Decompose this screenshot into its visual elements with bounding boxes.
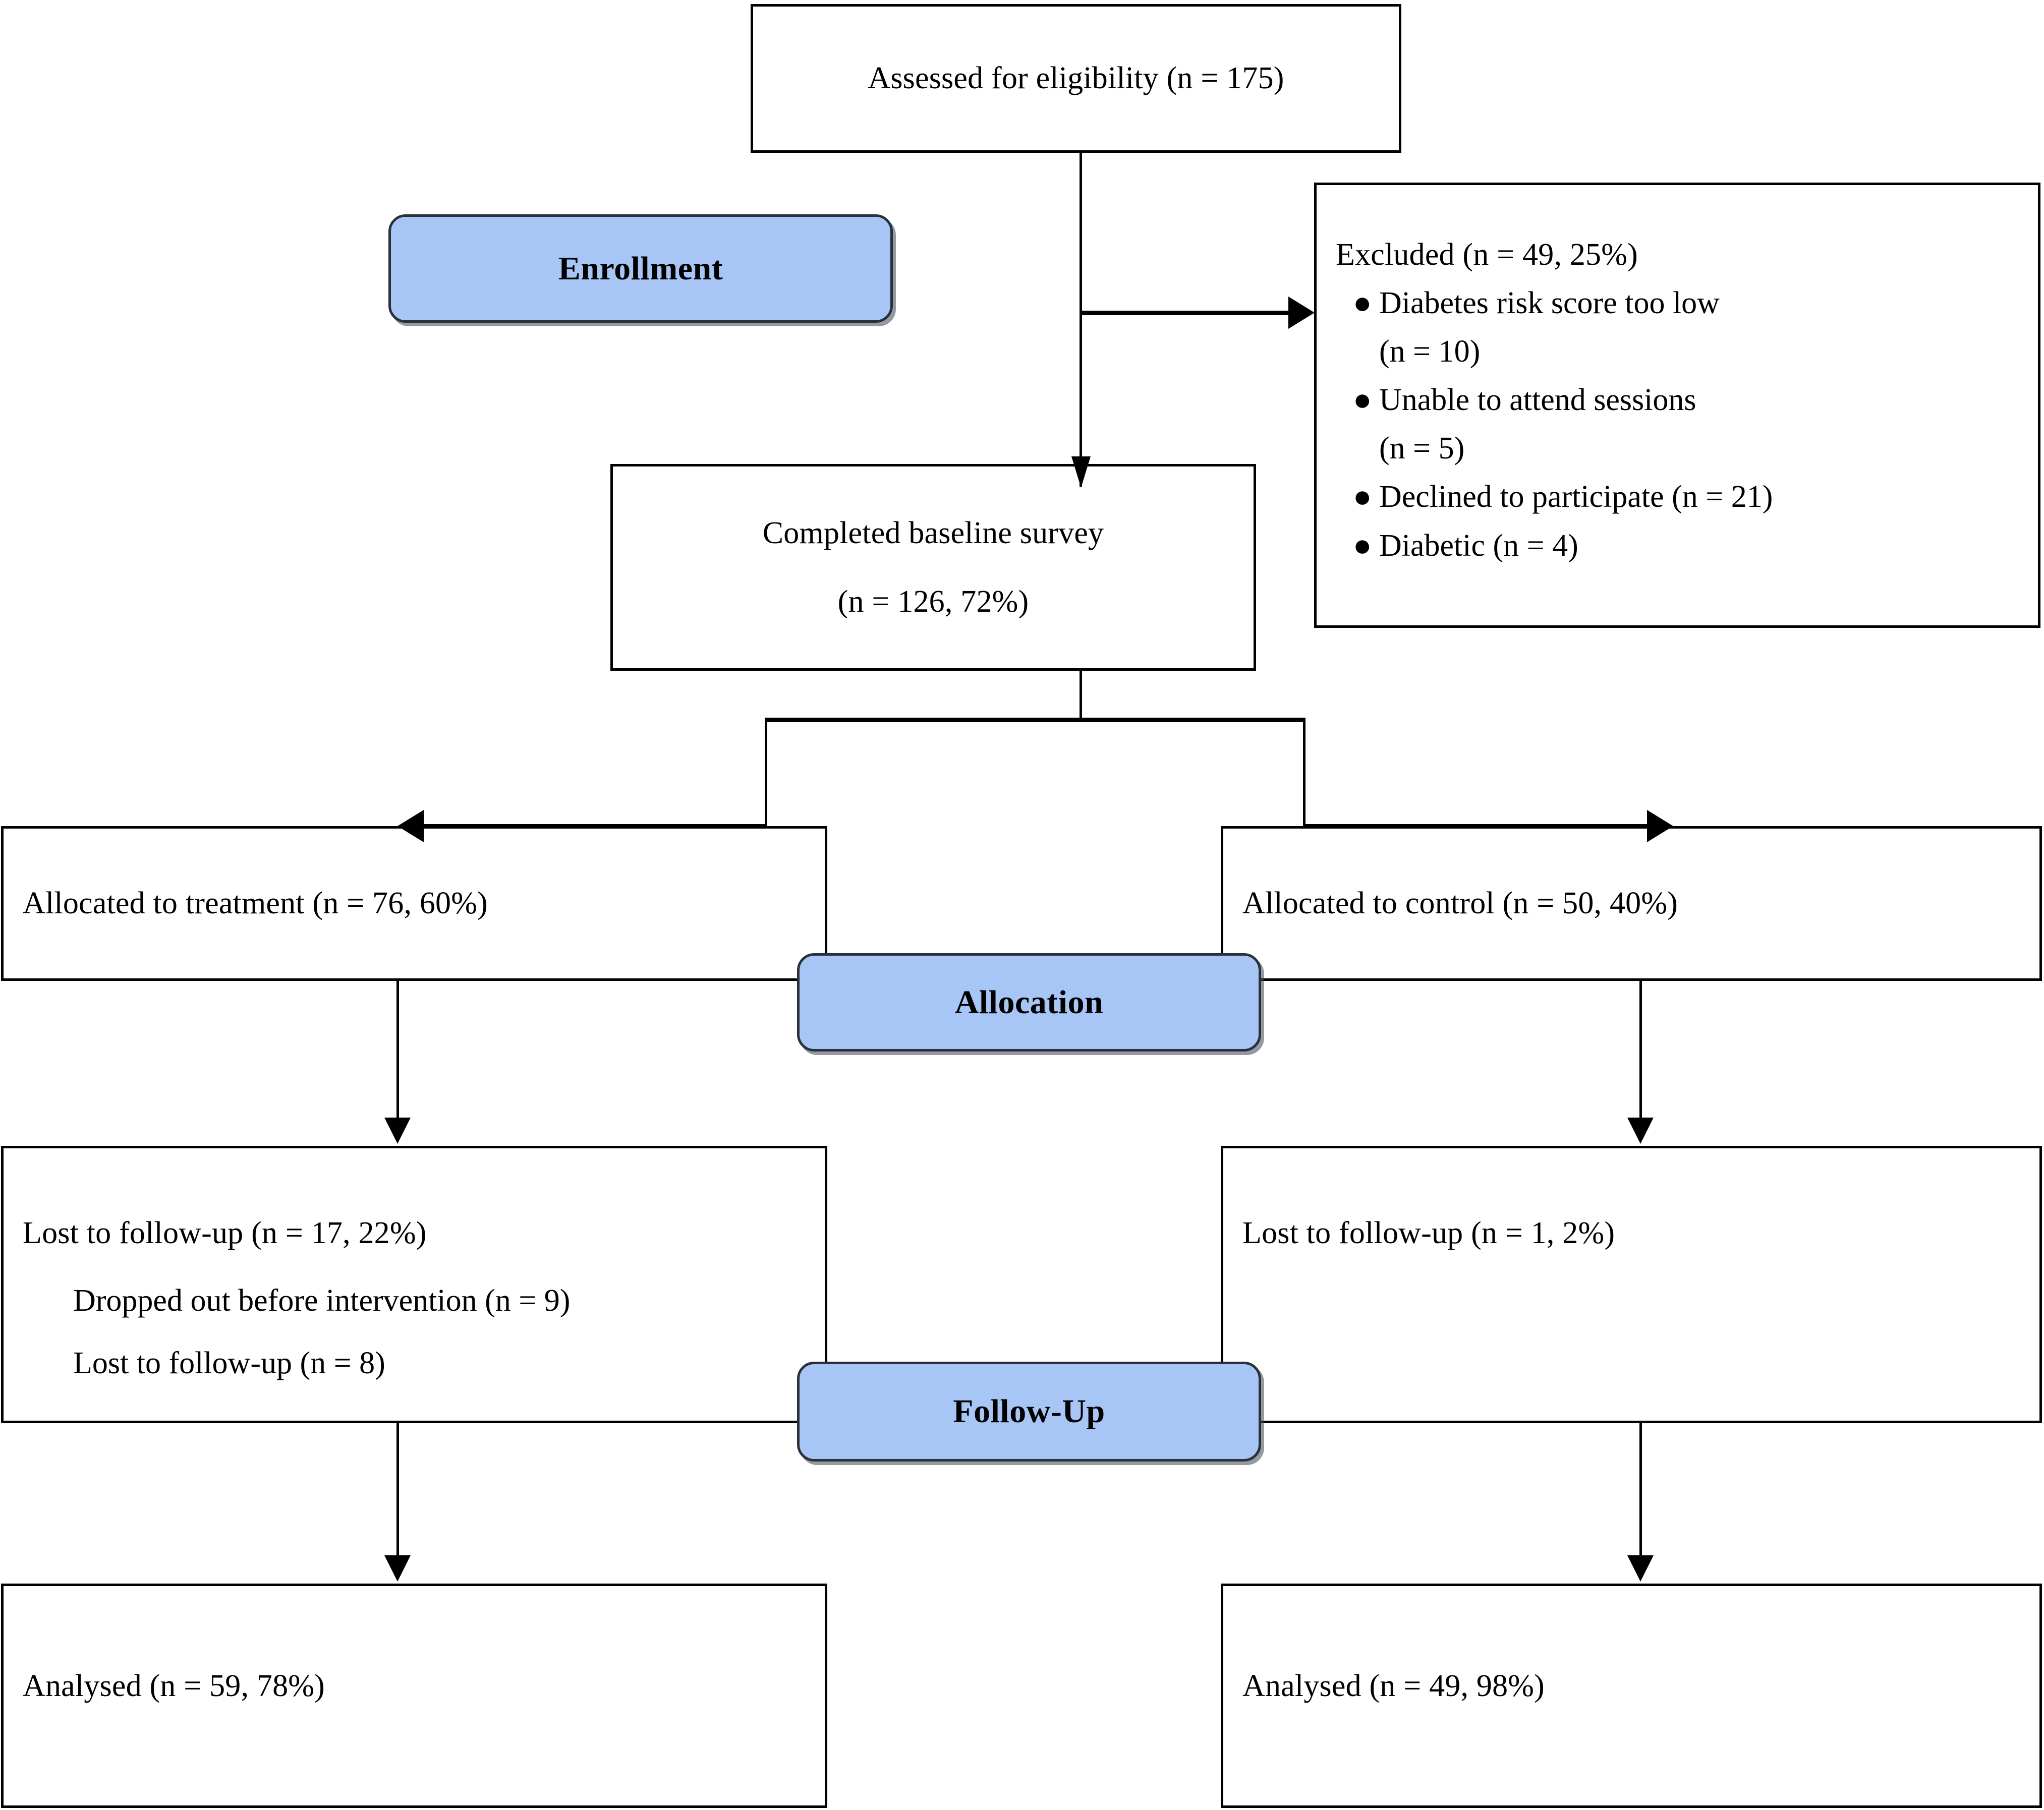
node-completed-baseline-survey: Completed baseline survey (n = 126, 72%) [610, 464, 1256, 671]
node-allocated-to-control: Allocated to control (n = 50, 40%) [1221, 826, 2042, 981]
node-assessed-for-eligibility: Assessed for eligibility (n = 175) [751, 4, 1401, 153]
connector-to-excluded [1080, 311, 1291, 315]
analysed-treatment-label: Analysed (n = 59, 78%) [23, 1669, 325, 1703]
bullet-icon: ● [1353, 480, 1372, 514]
excluded-reason-text: Declined to participate (n = 21) [1379, 480, 1773, 514]
stage-badge-followup: Follow-Up [797, 1362, 1261, 1462]
node-analysed-control: Analysed (n = 49, 98%) [1221, 1584, 2042, 1808]
connector-left-allocation-to-followup [396, 981, 399, 1120]
stage-allocation-label: Allocation [954, 983, 1104, 1021]
arrow-to-allocated-treatment-icon [398, 810, 424, 842]
assessed-for-eligibility-label: Assessed for eligibility (n = 175) [868, 61, 1284, 96]
analysed-control-label: Analysed (n = 49, 98%) [1242, 1669, 1545, 1703]
excluded-reason-text: Unable to attend sessions [1379, 383, 1696, 418]
lost-followup-treatment-detail: Lost to follow-up (n = 8) [73, 1346, 385, 1381]
excluded-heading: Excluded (n = 49, 25%) [1336, 238, 1638, 272]
bullet-icon: ● [1353, 383, 1372, 418]
arrow-to-allocated-control-icon [1647, 810, 1673, 842]
connector-right-followup-to-analysed [1639, 1423, 1642, 1557]
node-excluded: Excluded (n = 49, 25%) ● Diabetes risk s… [1314, 183, 2040, 628]
connector-split-right-down [1303, 718, 1305, 826]
list-item: ● Declined to participate (n = 21) [1336, 473, 1773, 521]
node-lost-to-followup-control: Lost to follow-up (n = 1, 2%) [1221, 1146, 2042, 1423]
arrow-left-to-followup-icon [384, 1118, 411, 1144]
node-allocated-to-treatment: Allocated to treatment (n = 76, 60%) [1, 826, 827, 981]
arrow-to-baseline-icon [1071, 456, 1091, 488]
connector-right-allocation-to-followup [1639, 981, 1642, 1120]
node-lost-to-followup-treatment: Lost to follow-up (n = 17, 22%) Dropped … [1, 1146, 827, 1423]
excluded-reason-text: Diabetes risk score too low [1379, 286, 1720, 321]
connector-allocation-split-bar [765, 718, 1305, 722]
arrow-left-to-analysed-icon [384, 1555, 411, 1582]
baseline-survey-count: (n = 126, 72%) [837, 585, 1029, 619]
excluded-reason-list: ● Diabetes risk score too low (n = 10) ●… [1336, 279, 1773, 570]
stage-enrollment-label: Enrollment [558, 250, 723, 287]
connector-to-allocated-treatment [424, 824, 767, 829]
excluded-reason-count: (n = 10) [1379, 334, 1481, 369]
arrow-right-to-followup-icon [1627, 1118, 1654, 1144]
list-item: ● Unable to attend sessions (n = 5) [1336, 376, 1773, 473]
excluded-reason-count: (n = 5) [1379, 431, 1465, 466]
connector-split-left-down [765, 718, 767, 826]
excluded-reason-text: Diabetic (n = 4) [1379, 528, 1578, 563]
list-item: ● Diabetes risk score too low (n = 10) [1336, 279, 1773, 376]
connector-left-followup-to-analysed [396, 1423, 399, 1557]
stage-badge-enrollment: Enrollment [388, 214, 893, 323]
connector-baseline-down [1080, 671, 1082, 720]
node-analysed-treatment: Analysed (n = 59, 78%) [1, 1584, 827, 1808]
lost-followup-control-heading: Lost to follow-up (n = 1, 2%) [1242, 1216, 1615, 1250]
lost-followup-treatment-detail: Dropped out before intervention (n = 9) [73, 1283, 571, 1318]
bullet-icon: ● [1353, 286, 1372, 321]
stage-followup-label: Follow-Up [953, 1393, 1105, 1430]
connector-to-allocated-control [1303, 824, 1651, 829]
baseline-survey-label: Completed baseline survey [762, 515, 1104, 550]
stage-badge-allocation: Allocation [797, 953, 1261, 1052]
arrow-right-to-analysed-icon [1627, 1555, 1654, 1582]
bullet-icon: ● [1353, 528, 1372, 563]
list-item: ● Diabetic (n = 4) [1336, 521, 1773, 570]
connector-eligibility-trunk [1080, 153, 1082, 487]
allocated-to-treatment-label: Allocated to treatment (n = 76, 60%) [23, 886, 488, 921]
arrow-to-excluded-icon [1288, 297, 1315, 329]
allocated-to-control-label: Allocated to control (n = 50, 40%) [1242, 886, 1678, 921]
lost-followup-treatment-heading: Lost to follow-up (n = 17, 22%) [23, 1216, 427, 1250]
